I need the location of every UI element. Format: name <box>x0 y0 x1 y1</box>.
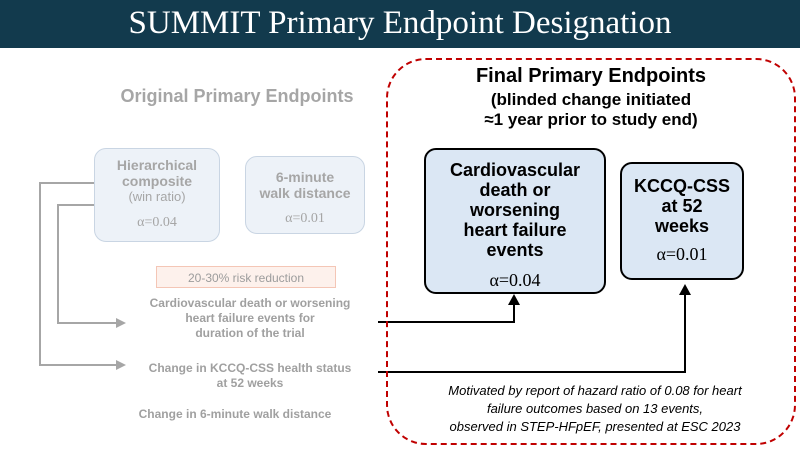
original-item-kccq-line2: at 52 weeks <box>216 376 284 390</box>
original-heading: Original Primary Endpoints <box>120 86 354 106</box>
connector-cv-final <box>378 302 515 323</box>
final-endpoints-region <box>386 58 796 445</box>
original-item-cv: Cardiovascular death or worsening heart … <box>125 296 375 341</box>
slide-title: SUMMIT Primary Endpoint Designation <box>128 5 672 41</box>
note-line1: Motivated by report of hazard ratio of 0… <box>448 383 742 398</box>
composite-box: Hierarchical composite (win ratio) α=0.0… <box>94 148 220 242</box>
final-cv-line1: Cardiovascular <box>449 160 581 180</box>
final-kccq-line2: at 52 <box>661 196 703 216</box>
original-item-cv-line1: Cardiovascular death or worsening <box>149 296 351 310</box>
final-subheading: (blinded change initiated ≈1 year prior … <box>386 90 796 130</box>
walk-line2: walk distance <box>259 185 351 201</box>
title-bar: SUMMIT Primary Endpoint Designation <box>0 0 800 48</box>
note-line2: failure outcomes based on 13 events, <box>486 401 704 416</box>
walk-box: 6-minute walk distance α=0.01 <box>245 156 365 234</box>
final-kccq-line3: weeks <box>654 216 710 236</box>
final-kccq-box: KCCQ-CSS at 52 weeks α=0.01 <box>620 162 744 280</box>
original-item-kccq-line1: Change in KCCQ-CSS health status <box>148 361 352 375</box>
composite-line1: Hierarchical <box>116 157 198 173</box>
arrowhead-cv-final <box>508 294 520 305</box>
connector-kccq-final <box>378 292 686 373</box>
final-cv-line3: worsening <box>469 200 560 220</box>
walk-alpha: α=0.01 <box>285 211 325 226</box>
risk-reduction-label: 20-30% risk reduction <box>156 266 336 288</box>
walk-line1: 6-minute <box>275 169 335 185</box>
final-cv-box: Cardiovascular death or worsening heart … <box>424 148 606 294</box>
arrowhead-kccq-final <box>679 284 691 295</box>
arrowhead-cv <box>116 318 126 328</box>
motivation-note: Motivated by report of hazard ratio of 0… <box>395 382 795 436</box>
final-cv-line5: events <box>486 240 544 260</box>
final-cv-line4: heart failure <box>463 220 567 240</box>
note-line3: observed in STEP-HFpEF, presented at ESC… <box>449 419 741 434</box>
original-item-walk: Change in 6-minute walk distance <box>138 407 332 421</box>
final-cv-line2: death or <box>479 180 551 200</box>
final-cv-alpha: α=0.04 <box>489 270 541 290</box>
final-kccq-alpha: α=0.01 <box>656 244 708 264</box>
composite-line3: (win ratio) <box>128 189 186 204</box>
final-sub-line1: (blinded change initiated <box>490 90 692 109</box>
final-heading: Final Primary Endpoints <box>475 65 707 87</box>
composite-alpha: α=0.04 <box>137 215 177 230</box>
connector-composite-cv <box>57 204 118 324</box>
arrowhead-kccq <box>116 360 126 370</box>
original-item-kccq: Change in KCCQ-CSS health status at 52 w… <box>125 361 375 391</box>
final-kccq-line1: KCCQ-CSS <box>633 176 730 196</box>
original-item-cv-line2: heart failure events for <box>185 311 315 325</box>
composite-line2: composite <box>121 173 192 189</box>
final-sub-line2: ≈1 year prior to study end) <box>484 110 698 129</box>
original-item-cv-line3: duration of the trial <box>195 326 305 340</box>
connector-composite-kccq <box>39 182 118 366</box>
